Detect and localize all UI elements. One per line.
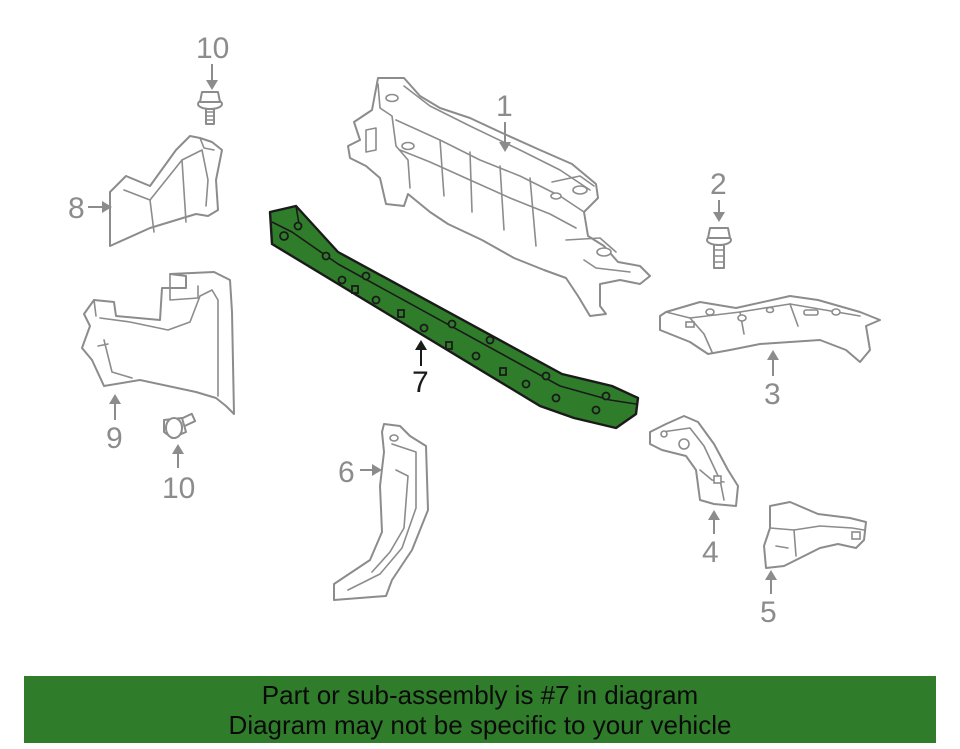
callout-4: 4 bbox=[702, 536, 719, 569]
arrow-head-10-top bbox=[206, 80, 218, 90]
part-info-banner: Part or sub-assembly is #7 in diagram Di… bbox=[24, 676, 936, 743]
callout-9: 9 bbox=[106, 422, 123, 455]
callout-3: 3 bbox=[764, 378, 781, 411]
callout-7: 7 bbox=[412, 366, 429, 399]
banner-line-disclaimer: Diagram may not be specific to your vehi… bbox=[228, 709, 732, 740]
callout-10-bottom: 10 bbox=[162, 472, 195, 505]
callout-10-top: 10 bbox=[196, 32, 229, 65]
arrow-head-3 bbox=[767, 350, 779, 360]
bolt-10-bottom[interactable] bbox=[163, 412, 197, 439]
callout-6: 6 bbox=[338, 456, 355, 489]
part-1-radiator-support[interactable] bbox=[347, 77, 651, 317]
arrow-head-8 bbox=[102, 201, 112, 213]
arrow-head-2 bbox=[713, 212, 725, 222]
part-8-air-guide-upper[interactable] bbox=[109, 135, 223, 247]
callout-8: 8 bbox=[68, 192, 85, 225]
part-9-air-guide-lower[interactable] bbox=[81, 271, 235, 415]
part-6-support-stay[interactable] bbox=[333, 423, 429, 601]
arrow-head-5 bbox=[765, 570, 777, 580]
arrow-head-9 bbox=[109, 394, 121, 404]
arrow-head-7 bbox=[415, 340, 427, 350]
callout-5: 5 bbox=[760, 596, 777, 629]
arrow-head-4 bbox=[708, 510, 720, 520]
arrow-head-10-bottom bbox=[172, 444, 184, 454]
part-5-extension-bracket[interactable] bbox=[763, 501, 867, 569]
exploded-parts-diagram: 10 1 2 8 3 7 9 10 6 bbox=[68, 32, 881, 629]
bolt-2[interactable] bbox=[706, 227, 732, 269]
callout-2: 2 bbox=[710, 168, 727, 201]
banner-line-part-number: Part or sub-assembly is #7 in diagram bbox=[261, 679, 699, 710]
part-7-lower-tie-bar[interactable] bbox=[268, 204, 640, 430]
callout-1: 1 bbox=[496, 90, 513, 123]
arrow-head-1 bbox=[499, 142, 511, 152]
bolt-10-top[interactable] bbox=[197, 91, 223, 125]
part-3-support-bracket[interactable] bbox=[659, 295, 881, 363]
part-4-lower-bracket[interactable] bbox=[649, 415, 739, 507]
arrow-head-6 bbox=[372, 464, 382, 476]
